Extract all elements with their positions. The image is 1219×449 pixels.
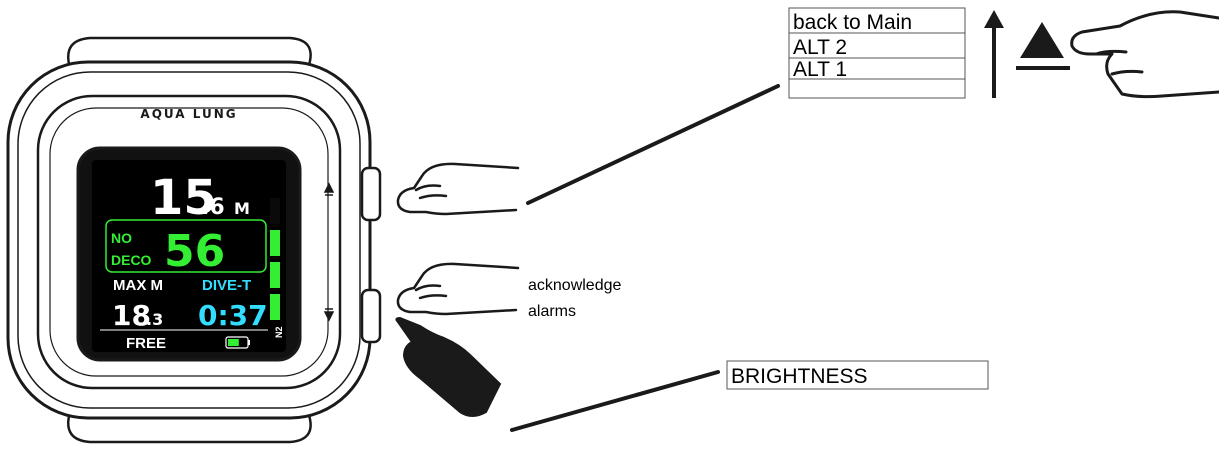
leader-line-long-press: [510, 370, 720, 432]
up-arrow-icon: [984, 10, 1004, 98]
depth-unit: M: [234, 199, 250, 218]
n2-seg-3: [270, 294, 280, 320]
battery-fill: [228, 339, 239, 346]
hand-down-press-icon: [396, 262, 520, 316]
brand-logo: AQUA LUNG: [140, 107, 237, 121]
mode-label: FREE: [126, 335, 166, 352]
lcd-screen: 15 .6 M NO DECO 56 N2 MAX M 18 .3 DIVE-T…: [92, 160, 286, 352]
ndl-value: 56: [164, 226, 225, 277]
up-triangle-icon: [1016, 22, 1070, 70]
dive-time-label: DIVE-T: [202, 277, 251, 294]
screen-background: [92, 160, 286, 352]
down-glyph-icon: [323, 308, 335, 322]
ndl-frame: [105, 219, 267, 273]
hand-up-press-icon: [396, 162, 520, 216]
ndl-label-2: DECO: [111, 252, 152, 268]
leader-line-up: [526, 84, 780, 205]
hand-long-press-icon: [395, 316, 502, 417]
n2-label: N2: [274, 326, 284, 338]
max-depth-value: 18: [112, 299, 151, 332]
brightness-label: BRIGHTNESS: [731, 365, 868, 388]
acknowledge-line-1: acknowledge: [528, 277, 622, 294]
n2-bar: [270, 198, 280, 320]
n2-seg-2: [270, 262, 280, 288]
ndl-label-1: NO: [111, 230, 132, 246]
brand-wordmark: AQUA LUNG: [140, 107, 237, 121]
brightness-box: [726, 360, 989, 390]
up-menu-label-1: back to Main: [793, 11, 912, 34]
hand-up-large-icon: [1070, 10, 1219, 99]
depth-decimal: .6: [201, 195, 225, 220]
depth-value: 15: [150, 170, 217, 226]
acknowledge-line-2: alarms: [528, 303, 576, 320]
up-menu-item-3: [788, 57, 966, 99]
dive-time-value: 0:37: [198, 299, 268, 332]
up-menu-label-3: ALT 1: [793, 58, 847, 81]
up-menu-item-2: [788, 32, 966, 59]
max-depth-label: MAX M: [113, 277, 163, 294]
acknowledge-callout: acknowledge alarms: [528, 277, 622, 320]
battery-icon: [225, 336, 250, 349]
up-menu-label-2: ALT 2: [793, 36, 847, 59]
brightness-callout: BRIGHTNESS: [726, 360, 989, 390]
max-depth-decimal: .3: [146, 310, 163, 329]
down-button[interactable]: [360, 288, 382, 344]
n2-seg-4: [270, 198, 280, 224]
up-menu-callout: back to Main ALT 2 ALT 1: [788, 7, 966, 99]
n2-seg-1: [270, 230, 280, 256]
up-glyph-icon: [323, 182, 335, 196]
up-button[interactable]: [360, 166, 382, 222]
